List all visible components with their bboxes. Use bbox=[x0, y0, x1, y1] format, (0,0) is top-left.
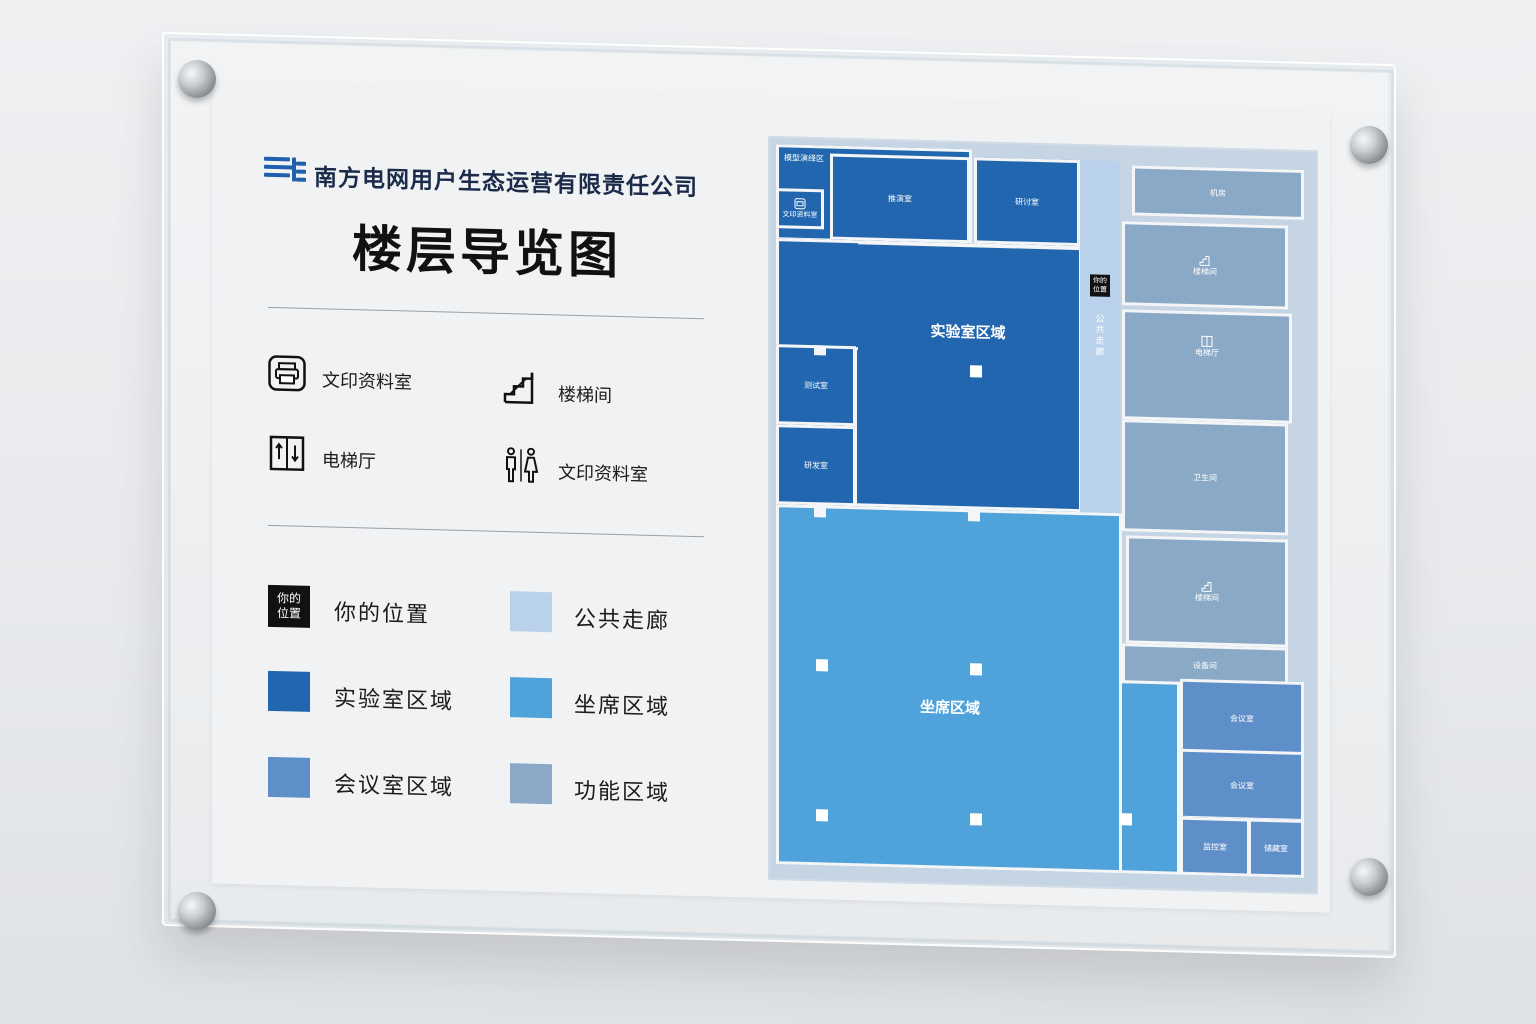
room-storage-label: 储藏室 bbox=[1264, 843, 1288, 854]
legend-you-label: 你的位置 bbox=[334, 600, 431, 629]
room-stairs-1: 楼梯间 bbox=[1122, 221, 1288, 310]
room-meeting-2: 会议室 bbox=[1180, 748, 1304, 822]
swatch-lab bbox=[268, 670, 310, 712]
room-storage: 储藏室 bbox=[1248, 818, 1304, 878]
stairs-icon bbox=[1199, 255, 1210, 266]
room-stairs2-label: 楼梯间 bbox=[1195, 592, 1219, 603]
room-jifang-label: 机房 bbox=[1210, 187, 1226, 198]
divider-top bbox=[268, 306, 704, 320]
room-lab-west bbox=[776, 238, 858, 351]
room-stairs-2: 楼梯间 bbox=[1126, 535, 1288, 648]
sign-print: 南方电网用户生态运营有限责任公司 楼层导览图 文印资料室 楼梯间 电梯厅 文印资… bbox=[212, 83, 1330, 913]
room-equip-label: 设备间 bbox=[1193, 660, 1217, 671]
legend-corridor-label: 公共走廊 bbox=[574, 606, 671, 635]
company-logo bbox=[264, 156, 306, 186]
room-ceshi: 测试室 bbox=[776, 344, 856, 427]
restroom-icon bbox=[502, 447, 540, 484]
room-meet2-label: 会议室 bbox=[1230, 780, 1254, 791]
you-are-here-badge: 你的 位置 bbox=[268, 584, 310, 628]
room-yanfa: 研发室 bbox=[776, 424, 856, 507]
room-seating-east bbox=[1122, 667, 1180, 875]
standoff-screw-bottom-left bbox=[178, 892, 216, 930]
room-yanfa-label: 研发室 bbox=[804, 460, 828, 470]
swatch-seating bbox=[510, 677, 552, 719]
corridor-label: 公共走廊 bbox=[1095, 314, 1105, 358]
elevator-icon bbox=[268, 435, 306, 472]
room-printroom: 文印资料室 bbox=[776, 188, 824, 230]
room-tuiyan: 推演室 bbox=[830, 153, 970, 244]
printer-icon bbox=[268, 355, 306, 392]
structural-column bbox=[1120, 813, 1132, 826]
swatch-function bbox=[510, 763, 552, 805]
company-name: 南方电网用户生态运营有限责任公司 bbox=[314, 165, 698, 202]
stairs-icon bbox=[1201, 581, 1212, 592]
swatch-corridor bbox=[510, 591, 552, 633]
room-jifang: 机房 bbox=[1132, 165, 1304, 220]
room-yantao: 研讨室 bbox=[974, 157, 1080, 247]
room-elevator: 电梯厅 bbox=[1122, 309, 1292, 424]
structural-column bbox=[970, 663, 982, 676]
room-toilet-label: 卫生间 bbox=[1193, 472, 1217, 483]
room-toilet: 卫生间 bbox=[1122, 419, 1288, 536]
room-demo-label: 模型演绎区 bbox=[784, 153, 824, 164]
standoff-screw-bottom-right bbox=[1350, 858, 1388, 896]
printer-icon bbox=[794, 198, 806, 210]
door-gap bbox=[814, 503, 826, 518]
legend-elevator-label: 电梯厅 bbox=[322, 450, 376, 473]
door-gap bbox=[814, 345, 826, 356]
door-gap bbox=[968, 507, 980, 522]
legend-print-label: 文印资料室 bbox=[322, 370, 412, 394]
divider-bottom bbox=[268, 524, 704, 538]
room-lab-area: 实验室区域 bbox=[854, 240, 1082, 513]
legend-lab-label: 实验室区域 bbox=[334, 686, 455, 715]
room-meeting-1: 会议室 bbox=[1180, 678, 1304, 758]
room-yantao-label: 研讨室 bbox=[1015, 196, 1039, 207]
room-stairs1-label: 楼梯间 bbox=[1193, 266, 1217, 277]
structural-column bbox=[816, 809, 828, 822]
legend-restroom-label: 文印资料室 bbox=[558, 462, 648, 486]
structural-column bbox=[970, 813, 982, 826]
floor-map: 模型演绎区 文印资料室 推演室 研讨室 实验室区域 测试室 研发室 公共走廊 你… bbox=[768, 135, 1318, 895]
structural-column bbox=[970, 365, 982, 378]
legend-stairs-label: 楼梯间 bbox=[558, 384, 612, 407]
legend-seating-label: 坐席区域 bbox=[574, 692, 671, 721]
room-tuiyan-label: 推演室 bbox=[888, 193, 912, 204]
room-monitor: 监控室 bbox=[1180, 816, 1250, 877]
room-meet1-label: 会议室 bbox=[1230, 713, 1254, 724]
room-ceshi-label: 测试室 bbox=[804, 380, 828, 390]
swatch-meeting bbox=[268, 756, 310, 798]
stairs-icon bbox=[502, 369, 540, 406]
you-badge-text: 你的 位置 bbox=[276, 591, 301, 621]
elevator-icon bbox=[1201, 335, 1213, 347]
room-monitor-label: 监控室 bbox=[1203, 841, 1227, 852]
legend-meeting-label: 会议室区域 bbox=[334, 772, 455, 801]
standoff-screw-top-left bbox=[178, 60, 216, 98]
standoff-screw-top-right bbox=[1350, 126, 1388, 164]
room-elevator-label: 电梯厅 bbox=[1195, 347, 1219, 358]
you-are-here-marker: 你的位置 bbox=[1090, 274, 1110, 297]
room-printroom-label: 文印资料室 bbox=[782, 210, 818, 220]
room-seating-label: 坐席区域 bbox=[920, 697, 981, 718]
page-title: 楼层导览图 bbox=[352, 220, 622, 286]
structural-column bbox=[816, 659, 828, 672]
room-lab-label: 实验室区域 bbox=[930, 322, 1006, 343]
legend-function-label: 功能区域 bbox=[574, 778, 671, 807]
